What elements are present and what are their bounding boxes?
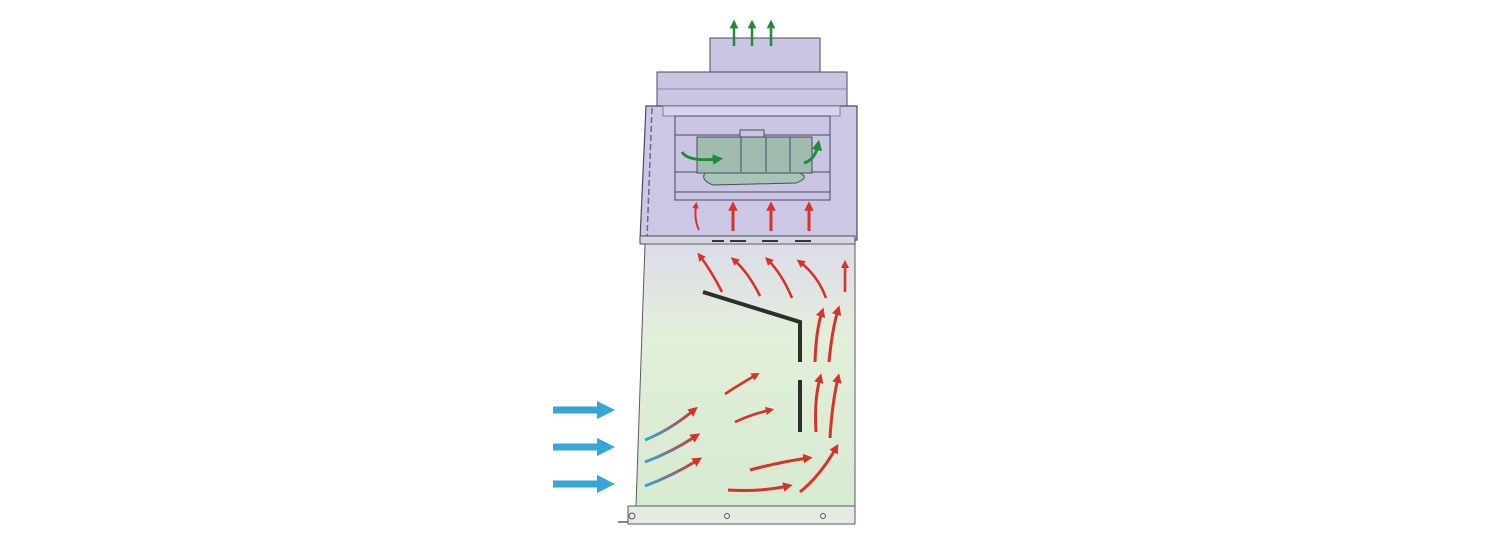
centrifugal-fan-icon: [696, 129, 813, 186]
fan-flow-arrows: [680, 139, 823, 165]
plenum-inlet-arrows: [692, 201, 814, 231]
chamber-airflow-arrows: [644, 252, 850, 494]
baffle: [702, 290, 802, 432]
exhaust-arrows: [729, 19, 776, 46]
exhaust-slot-panel: [639, 235, 856, 245]
intake-arrows: [553, 400, 616, 494]
exhaust-duct: [709, 37, 821, 73]
cabinet-base: [618, 505, 856, 525]
plenum: [656, 71, 848, 107]
